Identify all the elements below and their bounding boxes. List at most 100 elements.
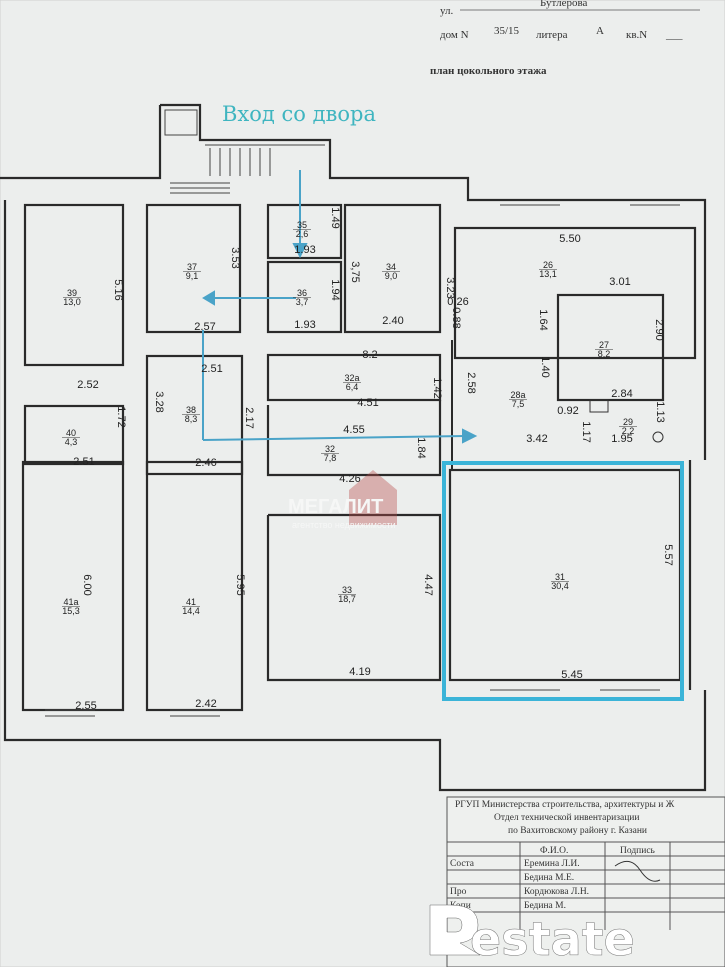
room-area: 2,6 bbox=[296, 229, 309, 239]
megalit-subtext: агентство недвижимости bbox=[292, 520, 396, 530]
dimension-label: 3.01 bbox=[609, 276, 630, 288]
dimension-label: 2.84 bbox=[611, 388, 632, 400]
room-area: 13,1 bbox=[539, 269, 557, 279]
dimension-label: 1.13 bbox=[654, 401, 666, 422]
dimension-label: 4.19 bbox=[349, 666, 370, 678]
room-area: 13,0 bbox=[63, 297, 81, 307]
room-12: 327,8 bbox=[321, 444, 339, 463]
apartment-value: ___ bbox=[665, 29, 683, 41]
dimension-label: 1.64 bbox=[537, 309, 549, 330]
room-number: 27 bbox=[599, 340, 609, 350]
room-6: 278,2 bbox=[595, 340, 613, 359]
room-area: 9,0 bbox=[385, 271, 398, 281]
room-area: 7,8 bbox=[324, 453, 337, 463]
room-number: 35 bbox=[297, 220, 307, 230]
room-number: 29 bbox=[623, 417, 633, 427]
room-2: 352,6 bbox=[293, 220, 311, 239]
dimension-label: 2.51 bbox=[73, 456, 94, 468]
dimension-label: 5.16 bbox=[112, 279, 124, 300]
room-area: 30,4 bbox=[551, 581, 569, 591]
apartment-label: кв.N bbox=[626, 29, 647, 41]
dimension-label: 4.55 bbox=[343, 424, 364, 436]
room-area: 4,3 bbox=[65, 437, 78, 447]
stamp-sign-header: Подпись bbox=[620, 846, 656, 856]
room-number: 37 bbox=[187, 262, 197, 272]
dimension-label: 4.26 bbox=[339, 473, 360, 485]
room-11: 388,3 bbox=[182, 405, 200, 424]
dimension-label: 2.46 bbox=[195, 457, 216, 469]
dimension-label: 0.26 bbox=[447, 296, 468, 308]
dimension-label: 5.57 bbox=[662, 544, 674, 565]
dimension-label: 2.42 bbox=[195, 698, 216, 710]
dimension-label: 1.94 bbox=[329, 279, 341, 300]
room-number: 40 bbox=[66, 428, 76, 438]
dimension-label: 1.84 bbox=[415, 437, 427, 458]
stamp-row3-name: Кордюкова Л.Н. bbox=[524, 887, 589, 897]
room-area: 14,4 bbox=[182, 606, 200, 616]
house-number: 35/15 bbox=[494, 25, 520, 37]
room-number: 31 bbox=[555, 572, 565, 582]
dimension-label: 2.52 bbox=[77, 379, 98, 391]
room-labels: 3913,0379,1352,6349,0363,72613,1278,232а… bbox=[62, 220, 637, 616]
dimension-label: 0.88 bbox=[450, 307, 462, 328]
dimension-label: 6.00 bbox=[81, 574, 93, 595]
dimension-label: 1.40 bbox=[539, 356, 551, 377]
title-block: РГУП Министерства строительства, архитек… bbox=[446, 796, 725, 967]
room-number: 28а bbox=[510, 390, 525, 400]
dimension-label: 2.51 bbox=[201, 363, 222, 375]
dimension-label: 1.93 bbox=[294, 319, 315, 331]
megalit-watermark: МЕГАЛИТ агентство недвижимости bbox=[288, 470, 397, 530]
room-number: 32а bbox=[344, 373, 359, 383]
dimension-label: 4.51 bbox=[357, 397, 378, 409]
room-area: 8,2 bbox=[598, 349, 611, 359]
dimension-label: 3.28 bbox=[153, 391, 165, 412]
stamp-row4-name: Бедина М. bbox=[524, 901, 566, 911]
room-9: 292,2 bbox=[619, 417, 637, 436]
dimension-label: 1.17 bbox=[580, 421, 592, 442]
room-number: 39 bbox=[67, 288, 77, 298]
room-area: 8,3 bbox=[185, 414, 198, 424]
dimension-label: 2.17 bbox=[243, 407, 255, 428]
dimension-label: 4.47 bbox=[422, 574, 434, 595]
dimension-label: 3,75 bbox=[349, 261, 361, 282]
stamp-row1-role: Соста bbox=[450, 859, 475, 869]
stamp-org-line3: по Вахитовскому району г. Казани bbox=[508, 825, 647, 836]
room-1: 379,1 bbox=[183, 262, 201, 281]
stamp-org-line2: Отдел технической инвентаризации bbox=[494, 812, 639, 823]
room-10: 404,3 bbox=[62, 428, 80, 447]
room-number: 34 bbox=[386, 262, 396, 272]
house-label: дом N bbox=[440, 29, 469, 41]
dimension-label: 2.58 bbox=[465, 372, 477, 393]
dimension-label: 1.93 bbox=[294, 244, 315, 256]
room-number: 38 bbox=[186, 405, 196, 415]
entrance-route-arrows bbox=[202, 170, 478, 444]
dimension-label: 1.49 bbox=[329, 207, 341, 228]
stamp-row2-name: Бедина М.Е. bbox=[524, 873, 574, 883]
litera-label: литера bbox=[536, 29, 568, 41]
dimension-label: 2.40 bbox=[382, 315, 403, 327]
dimension-label: 1.72 bbox=[115, 406, 127, 427]
stamp-fio-header: Ф.И.О. bbox=[540, 846, 568, 856]
room-number: 32 bbox=[325, 444, 335, 454]
room-number: 36 bbox=[297, 288, 307, 298]
dimension-label: 2.90 bbox=[653, 319, 665, 340]
dimension-label: 1.95 bbox=[611, 433, 632, 445]
room-area: 6,4 bbox=[346, 382, 359, 392]
dimension-label: 3.42 bbox=[526, 433, 547, 445]
dimension-label: 1.42 bbox=[431, 377, 443, 398]
plan-header: ул. Бутлерова дом N 35/15 литера А кв.N … bbox=[430, 0, 700, 77]
room-4: 363,7 bbox=[293, 288, 311, 307]
room-number: 41а bbox=[63, 597, 78, 607]
stamp-row1-name: Еремина Л.И. bbox=[524, 859, 580, 869]
room-number: 26 bbox=[543, 260, 553, 270]
litera-value: А bbox=[596, 25, 604, 37]
